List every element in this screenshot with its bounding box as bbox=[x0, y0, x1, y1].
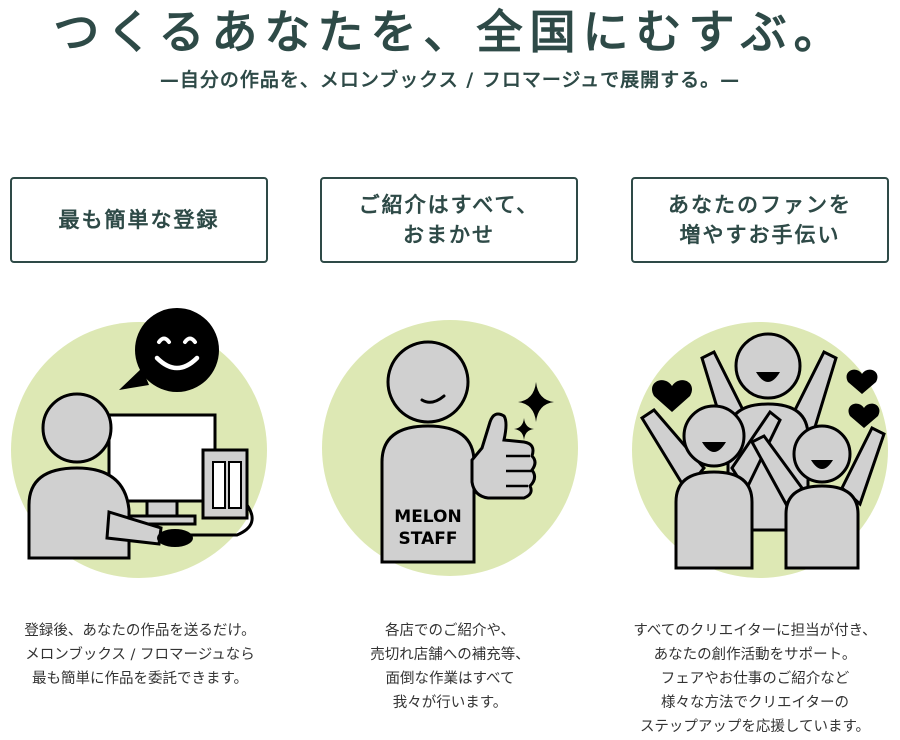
sparkle-icon bbox=[514, 418, 534, 440]
sparkle-icon bbox=[518, 382, 554, 422]
heart-icon bbox=[846, 369, 878, 394]
staff-badge-line-2: STAFF bbox=[399, 529, 458, 549]
smiley-face-icon bbox=[119, 308, 219, 392]
feature-title-leave-it-to-us: ご紹介はすべて、 おまかせ bbox=[320, 177, 578, 263]
feature-description-leave-it-to-us: 各店でのご紹介や、 売切れ店舗への補充等、 面倒な作業はすべて 我々が行います。 bbox=[370, 623, 530, 711]
feature-title-grow-fans: あなたのファンを 増やすお手伝い bbox=[631, 177, 889, 263]
heart-icon bbox=[848, 403, 880, 428]
subline: —自分の作品を、メロンブックス / フロマージュで展開する。— bbox=[159, 69, 741, 91]
heart-icon bbox=[651, 380, 693, 412]
staff-thumbs-up-icon: MELON STAFF bbox=[322, 320, 578, 576]
feature-description-grow-fans: すべてのクリエイターに担当が付き、 あなたの創作活動をサポート。 フェアやお仕事… bbox=[633, 623, 877, 735]
headline: つくるあなたを、全国にむすぶ。 bbox=[53, 5, 847, 59]
cheering-crowd-icon bbox=[632, 322, 888, 578]
feature-title-easy-registration: 最も簡単な登録 bbox=[10, 177, 268, 263]
staff-badge-line-1: MELON bbox=[394, 507, 461, 527]
computer-user-icon bbox=[11, 308, 267, 578]
feature-description-easy-registration: 登録後、あなたの作品を送るだけ。 メロンブックス / フロマージュなら 最も簡単… bbox=[24, 623, 256, 687]
